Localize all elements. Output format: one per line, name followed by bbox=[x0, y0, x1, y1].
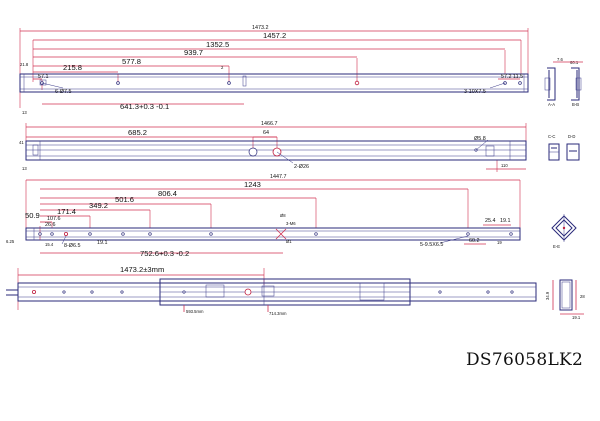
note-3-m6: 3-M6 bbox=[286, 221, 296, 226]
section-dim-7-6: 7.6 bbox=[557, 57, 563, 62]
note-8-holes: 8-Ø6.5 bbox=[64, 243, 80, 249]
dim-11-5: 11.5 bbox=[513, 74, 523, 80]
dim-50-9: 50.9 bbox=[25, 211, 40, 220]
dim-939-7: 939.7 bbox=[184, 48, 203, 57]
dim-1466-7: 1466.7 bbox=[261, 121, 278, 127]
dim-19: 19 bbox=[497, 240, 502, 245]
note-6-holes: 6-Ø7.5 bbox=[55, 89, 71, 95]
dim-577-8: 577.8 bbox=[122, 57, 141, 66]
note-5-slots: 5-9.5X6.5 bbox=[420, 242, 443, 248]
dim-752-6: 752.6+0.3 -0.2 bbox=[140, 249, 189, 258]
end-profile bbox=[559, 279, 573, 311]
view4-assembly: 1473.2±3mm 593.5mm 714.3mm bbox=[6, 265, 537, 316]
note-hole-1: Ø1 bbox=[286, 239, 292, 244]
dim-1473-2-tol: 1473.2±3mm bbox=[120, 265, 164, 274]
section-e-label: E-E bbox=[553, 244, 560, 249]
dim-501-6: 501.6 bbox=[115, 195, 134, 204]
dim-1473-2: 1473.2 bbox=[252, 25, 269, 31]
hole bbox=[116, 81, 120, 85]
dim-171-4: 171.4 bbox=[57, 207, 76, 216]
hole bbox=[227, 81, 231, 85]
center-mark bbox=[275, 228, 287, 240]
dim-107-6: 107.6 bbox=[47, 216, 61, 222]
note-2-holes-26: 2-Ø26 bbox=[294, 164, 309, 170]
dim-349-2: 349.2 bbox=[89, 201, 108, 210]
view3-inner-member: 1447.7 1243 806.4 501.6 349.2 171.4 107.… bbox=[6, 174, 521, 258]
section-a-b: 7.6 60.1 A-A B-B bbox=[544, 57, 583, 107]
dim-714-3mm: 714.3mm bbox=[269, 311, 287, 316]
dim-57-1: 57.1 bbox=[38, 74, 49, 80]
view1-outer-member: 1473.2 1457.2 1352.5 939.7 577.8 215.8 5… bbox=[19, 25, 529, 115]
section-d-label: D-D bbox=[568, 134, 575, 139]
section-b-label: B-B bbox=[572, 102, 579, 107]
dim-64: 64 bbox=[263, 130, 269, 136]
section-c-d: C-C D-D bbox=[548, 134, 580, 161]
dim-593-5mm: 593.5mm bbox=[186, 309, 204, 314]
dim-215-8: 215.8 bbox=[63, 63, 82, 72]
dim-1447-7: 1447.7 bbox=[270, 174, 287, 180]
dim-60-2: 60.2 bbox=[469, 238, 480, 244]
dim-41: 41 bbox=[19, 140, 24, 145]
dim-34-9: 34.9 bbox=[545, 291, 550, 300]
outer-member-outline bbox=[19, 73, 529, 93]
dim-1457-2: 1457.2 bbox=[263, 31, 286, 40]
dim-28: 28 bbox=[580, 294, 585, 299]
dim-19-1-end: 19.1 bbox=[572, 315, 581, 320]
intermediate-member-outline bbox=[25, 140, 527, 161]
section-e-inner bbox=[555, 219, 573, 237]
dim-1352-5: 1352.5 bbox=[206, 40, 229, 49]
section-d-profile bbox=[566, 143, 580, 161]
hole bbox=[518, 81, 522, 85]
dim-13: 13 bbox=[22, 110, 27, 115]
section-c-profile bbox=[548, 143, 560, 161]
dim-685-2: 685.2 bbox=[128, 128, 147, 137]
dim-57-2: 57.2 bbox=[501, 74, 512, 80]
dim-641-3: 641.3+0.3 -0.1 bbox=[120, 102, 169, 111]
section-e: E-E bbox=[551, 214, 577, 249]
note-hole-5-8: Ø5.8 bbox=[474, 136, 486, 142]
dim-806-4: 806.4 bbox=[158, 189, 177, 198]
dim-2: 2 bbox=[221, 65, 224, 70]
dim-6-25: 6.25 bbox=[6, 239, 15, 244]
dim-25-4: 25.4 bbox=[485, 218, 496, 224]
view2-intermediate-member: 1466.7 685.2 64 110 2-Ø26 Ø5.8 41 13 bbox=[19, 121, 527, 172]
model-code: DS76058LK2 bbox=[466, 350, 584, 370]
hole bbox=[248, 147, 258, 157]
dim-110: 110 bbox=[501, 163, 508, 168]
dim-13-b: 13 bbox=[22, 166, 27, 171]
dim-26-6: 26.6 bbox=[45, 222, 56, 228]
section-e-profile bbox=[551, 215, 577, 241]
hole bbox=[354, 80, 360, 86]
dim-15-4: 15.4 bbox=[45, 242, 54, 247]
dim-19-1-right: 19.1 bbox=[500, 218, 511, 224]
dim-21-8: 21.8 bbox=[20, 62, 29, 67]
section-c-label: C-C bbox=[548, 134, 555, 139]
dim-1243: 1243 bbox=[244, 180, 261, 189]
section-dim-60-1: 60.1 bbox=[570, 60, 579, 65]
inner-member-outline bbox=[25, 227, 521, 241]
section-end-view: 34.9 19.1 28 bbox=[545, 279, 585, 320]
section-a-label: A-A bbox=[548, 102, 555, 107]
section-a-profile bbox=[547, 67, 556, 101]
note-3-slots: 3-10X7.5 bbox=[464, 89, 486, 95]
dim-19-1-left: 19.1 bbox=[97, 240, 108, 246]
disconnect-lever bbox=[6, 289, 19, 296]
section-b-profile bbox=[571, 67, 580, 101]
note-hole-8: Ø8 bbox=[280, 213, 286, 218]
